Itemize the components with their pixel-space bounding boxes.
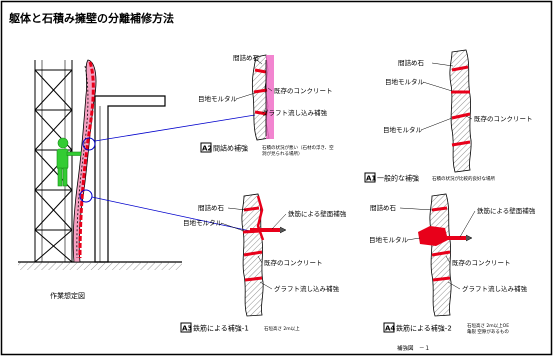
grout-layer — [266, 55, 274, 139]
note-a4-line2: 亀裂 空隙があるもの — [467, 328, 509, 335]
tag-box-a2 — [200, 142, 212, 153]
worker-figure — [56, 137, 82, 187]
panel-a4: 間詰め石 目地モルタル 鉄筋による壁面補強 既存のコンクリート グラフト流し込み… — [369, 193, 536, 335]
leader-line-a2 — [94, 114, 256, 142]
work-assumption-figure: 作業想定図 — [18, 59, 182, 300]
tag-a3: A3 — [182, 325, 192, 333]
title-a1: 一般的な補強 — [377, 174, 419, 183]
label-mazume: 間詰め石 — [398, 58, 425, 67]
label-mazume: 間詰め石 — [370, 203, 397, 212]
note-a1: 石積の状況が比較的良好な場所 — [432, 175, 495, 182]
concrete-body — [94, 95, 166, 263]
panel-a3: 間詰め石 目地モルタル 鉄筋による壁面補強 既存のコンクリート グラフト流し込み… — [180, 193, 347, 333]
label-rebar: 鉄筋による壁面補強 — [477, 206, 536, 215]
ground-hatch — [18, 262, 182, 270]
label-mazume: 間詰め石 — [198, 203, 225, 212]
label-concrete: 既存のコンクリート — [274, 86, 333, 95]
label-grout: グラフト流し込み補強 — [462, 284, 528, 293]
note-a2-line2: 洞が見られる場所） — [262, 150, 303, 157]
panel-a1: 間詰め石 目地モルタル 目地モルタル 既存のコンクリート A1 一般的な補強 石… — [364, 49, 533, 183]
tag-box-a1 — [364, 172, 376, 183]
label-rebar: 鉄筋による壁面補強 — [288, 209, 347, 218]
mortar-joints — [431, 206, 451, 282]
label-concrete: 既存のコンクリート — [474, 114, 533, 123]
tag-a4: A4 — [385, 325, 395, 333]
note-a4-line1: 石垣高さ 2m以上OE — [467, 322, 509, 329]
rebar — [438, 236, 466, 240]
work-figure-caption: 作業想定図 — [50, 291, 85, 300]
label-concrete: 既存のコンクリート — [452, 258, 511, 267]
label-grout: グラフト流し込み補強 — [274, 284, 340, 293]
tag-box-a3 — [180, 322, 192, 333]
sheet-title: 躯体と石積み擁壁の分離補修方法 — [8, 11, 174, 25]
label-grout: グラフト流し込み補強 — [262, 108, 328, 117]
leader-line-a3 — [91, 196, 256, 233]
title-a3: 鉄筋による補強-1 — [193, 324, 249, 333]
label-mortar: 目地モルタル — [198, 94, 238, 103]
mortar-line — [78, 61, 95, 259]
note-a2-line1: 石積の状況が悪い（石材の浮き、空 — [262, 144, 334, 151]
footer-label: 補強図 －１ — [397, 344, 430, 352]
detail-circle-lower — [79, 189, 93, 203]
title-a2: 間詰め補強 — [213, 144, 248, 153]
label-mortar: 目地モルタル — [385, 77, 425, 86]
mortar-joints — [253, 68, 268, 116]
label-joint: 目地モルタル — [383, 125, 423, 134]
note-a3: 石垣高さ 2m以上 — [264, 325, 300, 332]
tag-box-a4 — [383, 322, 395, 333]
detail-circle-upper — [82, 137, 96, 151]
label-mortar: 目地モルタル — [183, 218, 223, 227]
panel-a2: 間詰め石 目地モルタル 既存のコンクリート グラフト流し込み補強 A2 間詰め補… — [198, 53, 334, 157]
label-mortar: 目地モルタル — [369, 235, 409, 244]
tag-a2: A2 — [202, 145, 212, 153]
title-a4: 鉄筋による補強-2 — [396, 324, 452, 333]
label-concrete: 既存のコンクリート — [264, 258, 323, 267]
tag-a1: A1 — [366, 175, 376, 183]
mortar-joints — [451, 65, 471, 147]
label-mazume: 間詰め石 — [233, 53, 260, 62]
rebar — [250, 228, 280, 232]
mortar-fill — [418, 226, 448, 246]
